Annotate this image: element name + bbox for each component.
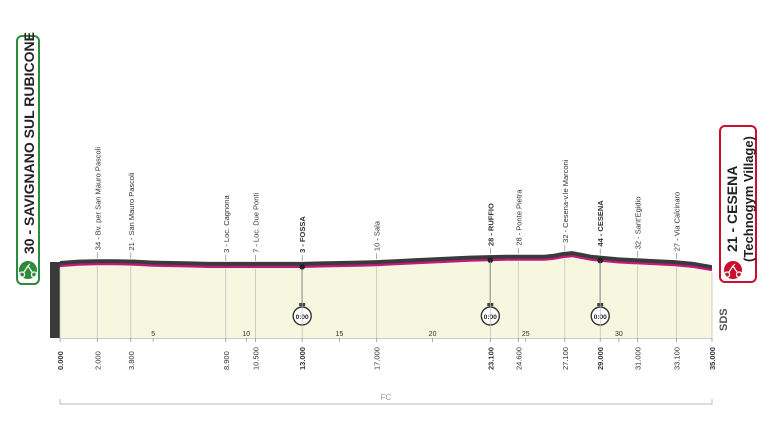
finish-name-line2: (Technogym Village): [741, 136, 756, 262]
km-label: 8.900: [222, 351, 231, 370]
location-label: 7 - Loc. Due Ponti: [252, 193, 261, 253]
km-label: 30: [615, 331, 623, 338]
start-box: [16, 35, 40, 285]
location-label: 32 - Sant'Egidio: [633, 197, 642, 250]
location-label: 3 - Loc. Cagnona: [222, 195, 231, 253]
km-label: 35.000: [708, 347, 717, 370]
start-wall: [50, 262, 60, 338]
location-label: 27 - Via Calcinaro: [673, 192, 682, 251]
fc-label: FC: [381, 393, 392, 402]
km-label: 29.000: [596, 347, 605, 370]
location-label: 28 - RUFFIO: [486, 203, 495, 246]
location-layer: 34 - Bv. per San Mauro Pascoli 21 - San M…: [93, 147, 682, 261]
km-label: 15: [336, 331, 344, 338]
finish-box: [719, 125, 757, 283]
fc-bracket: [59, 399, 713, 405]
start-cyclist-icon: [19, 261, 37, 279]
km-label: 10.500: [252, 347, 261, 370]
km-label: 31.000: [633, 347, 642, 370]
km-label-layer: 0.000 2.000 3.800 5 8.900 10 10.500 13.000 15 17.…: [56, 258, 717, 370]
km-label: 10: [242, 331, 250, 338]
road-line: [59, 254, 713, 272]
km-label: 27.100: [561, 347, 570, 370]
km-label: 3.800: [127, 351, 136, 370]
km-label: 20: [429, 331, 437, 338]
location-label: 44 - CESENA: [596, 200, 605, 247]
finish-name-line1: 21 - CESENA: [724, 166, 740, 252]
location-label: 3 - FOSSA: [298, 216, 307, 253]
finish-badge: 21 - CESENA (Technogym Village): [719, 125, 757, 283]
km-label: 25: [522, 331, 530, 338]
km-label: 24.600: [514, 347, 523, 370]
km-label: 17.000: [373, 347, 382, 370]
km-label: 33.100: [673, 347, 682, 370]
location-label: 34 - Bv. per San Mauro Pascoli: [93, 147, 102, 251]
location-label: 32 - Cesena-v.le Marconi: [561, 159, 570, 243]
finish-cyclist-glyph: [723, 263, 743, 278]
sds-logo: SDS: [718, 308, 730, 331]
start-badge: 30 - SAVIGNANO SUL RUBICONE: [16, 32, 40, 285]
km-label: 13.000: [298, 347, 307, 370]
start-name: 30 - SAVIGNANO SUL RUBICONE: [21, 32, 37, 254]
profile-layer: [59, 251, 713, 338]
km-label: 5: [151, 331, 155, 338]
location-label: 21 - San Mauro Pascoli: [127, 172, 136, 250]
location-label: 28 - Ponte Pietra: [514, 189, 523, 246]
profile-fill-area: [60, 256, 712, 338]
start-cyclist-glyph: [18, 263, 38, 278]
km-label: 0.000: [56, 351, 65, 370]
km-label: 2.000: [93, 351, 102, 370]
profile-top-band: [60, 251, 712, 271]
location-label: 10 - Sala: [373, 220, 382, 251]
finish-cyclist-icon: [724, 261, 742, 279]
km-label: 23.100: [486, 347, 495, 370]
